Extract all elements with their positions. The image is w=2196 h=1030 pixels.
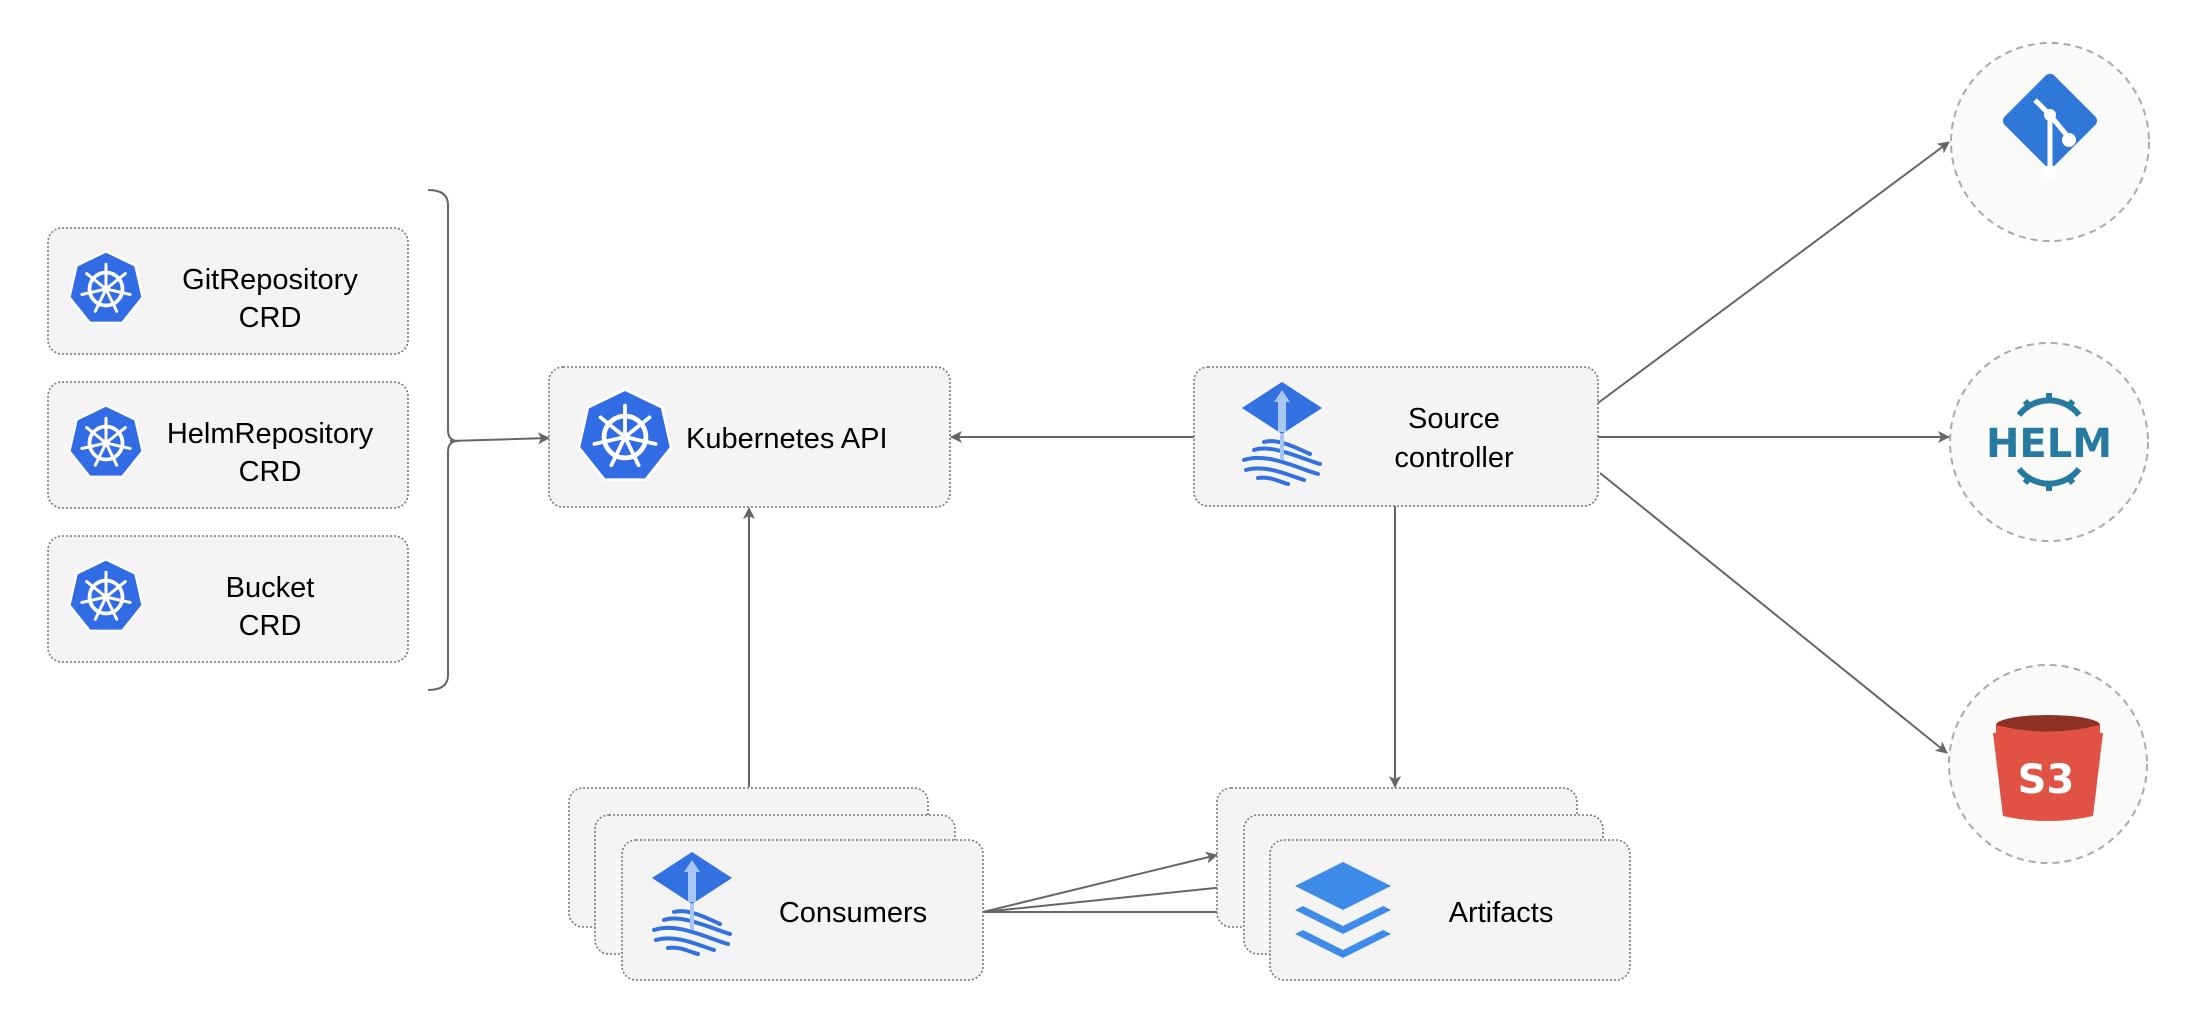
source-controller-node[interactable]: Source controller bbox=[1193, 366, 1599, 507]
helm-icon bbox=[2016, 393, 2082, 491]
crd-name: Bucket bbox=[226, 572, 315, 604]
arrow-controller-to-git bbox=[1597, 141, 1950, 404]
consumers-node[interactable]: Consumers bbox=[568, 787, 984, 981]
s3-bucket-icon bbox=[1993, 715, 2103, 821]
artifacts-label: Artifacts bbox=[1449, 897, 1554, 929]
s3-logo-text: S3 bbox=[2018, 757, 2075, 803]
helm-logo-text: HELM bbox=[1986, 421, 2112, 467]
crd-kind: CRD bbox=[239, 610, 302, 642]
kubernetes-api-node[interactable]: Kubernetes API bbox=[548, 366, 951, 508]
consumers-label: Consumers bbox=[779, 897, 927, 929]
artifacts-node[interactable]: Artifacts bbox=[1216, 787, 1631, 981]
git-source[interactable] bbox=[1950, 42, 2150, 242]
helm-source[interactable]: HELM bbox=[1949, 342, 2149, 542]
crd-bucket[interactable]: Bucket CRD bbox=[47, 535, 409, 663]
source-controller-label-2: controller bbox=[1394, 442, 1514, 474]
source-controller-label: Source bbox=[1408, 403, 1500, 435]
git-icon bbox=[2002, 73, 2098, 179]
arrow-consumers-to-artifacts-2 bbox=[982, 880, 1245, 913]
crd-kind: CRD bbox=[239, 456, 302, 488]
crd-helmrepository[interactable]: HelmRepository CRD bbox=[47, 381, 409, 509]
arrow-controller-to-s3 bbox=[1599, 472, 1948, 754]
arrow-consumers-to-artifacts-1 bbox=[982, 851, 1218, 913]
s3-source[interactable]: S3 bbox=[1948, 664, 2148, 864]
crd-name: HelmRepository bbox=[167, 418, 374, 450]
crd-name: GitRepository bbox=[182, 264, 358, 296]
kubernetes-api-label: Kubernetes API bbox=[686, 423, 888, 455]
crd-kind: CRD bbox=[239, 302, 302, 334]
crd-gitrepository[interactable]: GitRepository CRD bbox=[47, 227, 409, 355]
arrow-crds-to-api bbox=[449, 432, 550, 445]
